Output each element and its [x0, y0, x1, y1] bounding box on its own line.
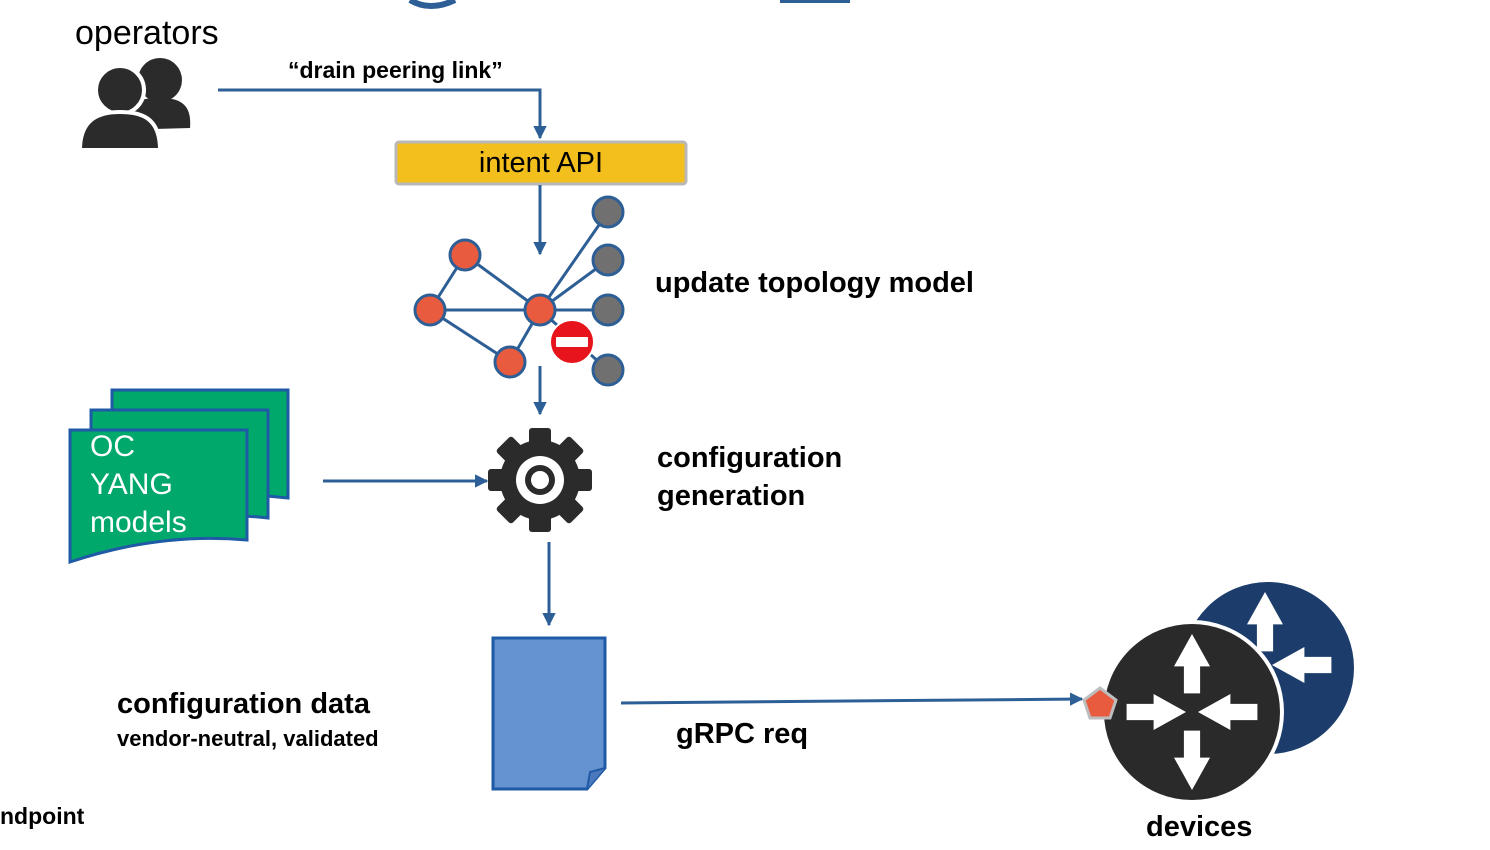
- topology-node: [591, 243, 625, 277]
- no-entry-icon: [549, 319, 595, 365]
- config-data-label: configuration data: [117, 688, 370, 720]
- config-generation-label-line2: generation: [657, 480, 806, 512]
- topology-node: [493, 345, 527, 379]
- topology-node: [591, 293, 625, 327]
- endpoint-partial-label: ndpoint: [0, 803, 85, 829]
- config-data-sublabel: vendor-neutral, validated: [117, 726, 379, 751]
- gear-icon: [488, 428, 592, 532]
- operators-label: operators: [75, 14, 219, 52]
- grpc-arrow: [620, 692, 1084, 706]
- topology-node: [591, 353, 625, 387]
- network-graph-icon: [413, 195, 625, 387]
- topology-node: [413, 293, 447, 327]
- models-label-line2: YANG: [90, 468, 173, 501]
- command-label: “drain peering link”: [288, 57, 503, 83]
- topology-node: [448, 238, 482, 272]
- intent-api-label[interactable]: intent API: [478, 147, 604, 179]
- intent-api-box[interactable]: [394, 140, 688, 186]
- models-label-line3: models: [90, 506, 187, 539]
- users-icon: [77, 58, 191, 152]
- topology-node: [523, 293, 557, 327]
- topology-node: [591, 195, 625, 229]
- operators-to-intent-arrow: [218, 88, 547, 140]
- router-icon: [1100, 620, 1284, 804]
- pentagon-icon: [1082, 686, 1118, 720]
- config-generation-label-line1: configuration: [657, 442, 843, 474]
- document-icon: [491, 636, 607, 791]
- title-fragment: [408, 0, 850, 9]
- models-label-line1: OC: [90, 430, 135, 463]
- documents-stack-icon: [68, 388, 290, 565]
- grpc-label: gRPC req: [676, 718, 809, 750]
- update-topology-label: update topology model: [655, 267, 974, 299]
- devices-label: devices: [1146, 811, 1253, 843]
